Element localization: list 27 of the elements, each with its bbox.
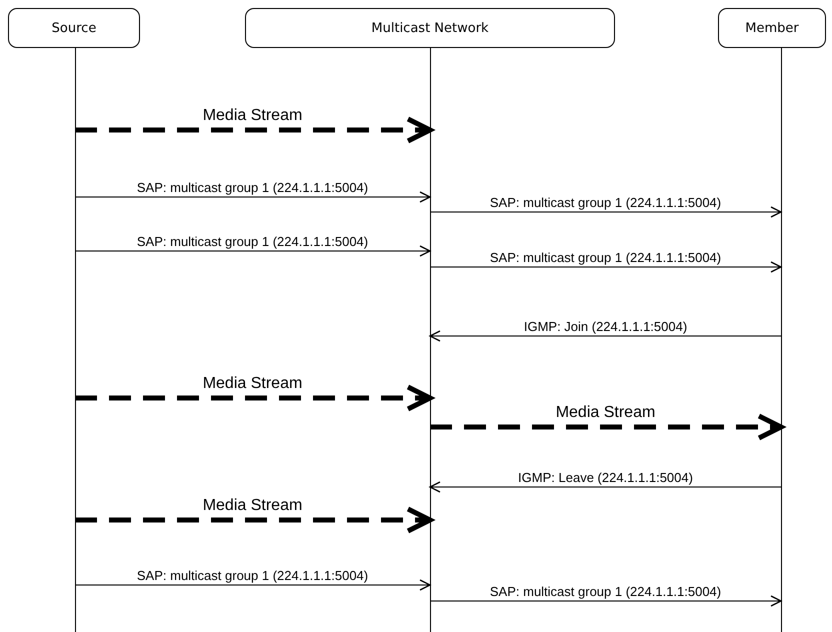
edge-label: IGMP: Leave (224.1.1.1:5004) [518,470,693,485]
edge-label: SAP: multicast group 1 (224.1.1.1:5004) [136,234,368,249]
dashed-arrow [75,384,432,412]
message-arrow [74,579,431,591]
participant-name: Source [52,20,96,36]
dashed-arrow [430,414,784,440]
message-arrow [430,595,782,607]
edge-label: Media Stream [202,497,302,515]
message-arrow [74,191,431,203]
edge-label: SAP: multicast group 1 (224.1.1.1:5004) [136,568,368,583]
edge-label: Media Stream [556,404,656,422]
dashed-arrow [75,116,432,144]
edge-label: SAP: multicast group 1 (224.1.1.1:5004) [136,180,368,195]
edge-label: Media Stream [202,107,302,125]
edge-label: SAP: multicast group 1 (224.1.1.1:5004) [490,250,722,265]
message-arrow [430,261,782,273]
participant-name: Member [745,20,799,36]
message-arrow [74,245,431,257]
message-arrow [429,481,782,493]
message-arrow [430,206,782,218]
edge-label: Media Stream [202,375,302,393]
dashed-arrow [75,506,432,534]
edge-label: SAP: multicast group 1 (224.1.1.1:5004) [490,584,722,599]
edge-label: SAP: multicast group 1 (224.1.1.1:5004) [490,195,722,210]
participant-name: Multicast Network [371,20,489,36]
message-arrow [429,330,782,342]
edge-label: IGMP: Join (224.1.1.1:5004) [524,319,688,334]
